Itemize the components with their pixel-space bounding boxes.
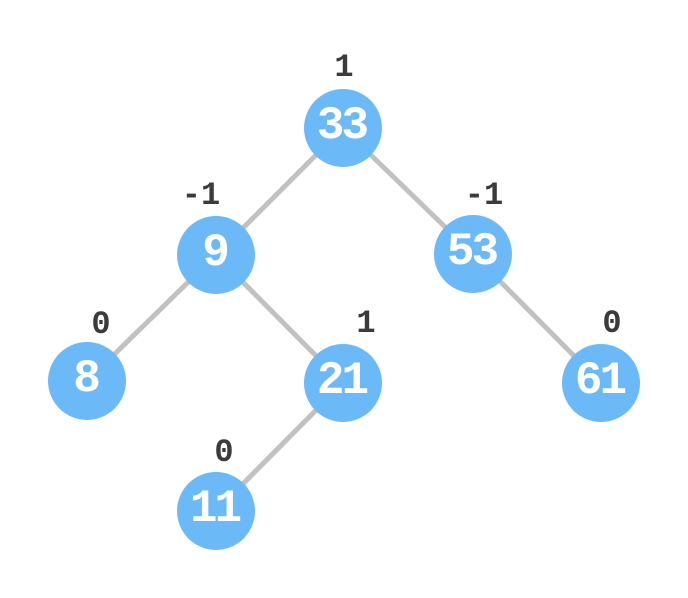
balance-factor-label-53: -1: [464, 177, 504, 214]
tree-node-33: 33: [304, 89, 382, 167]
balance-factor-label-21: 1: [356, 305, 376, 342]
node-value-53: 53: [446, 226, 499, 278]
node-value-11: 11: [189, 483, 242, 535]
tree-node-8: 8: [48, 342, 126, 420]
node-value-61: 61: [574, 355, 627, 407]
balance-factor-label-9: -1: [181, 177, 221, 214]
tree-node-11: 11: [177, 472, 255, 550]
balance-factor-label-33: 1: [334, 49, 354, 86]
node-value-8: 8: [73, 353, 101, 405]
node-value-21: 21: [316, 355, 369, 407]
tree-node-61: 61: [562, 344, 640, 422]
tree-node-53: 53: [434, 215, 512, 293]
balance-factor-label-8: 0: [91, 306, 111, 343]
node-value-9: 9: [202, 227, 230, 279]
tree-node-21: 21: [304, 344, 382, 422]
tree-node-9: 9: [177, 216, 255, 294]
node-value-33: 33: [316, 100, 369, 152]
balance-factor-label-61: 0: [602, 305, 622, 342]
balance-factor-label-11: 0: [214, 434, 234, 471]
